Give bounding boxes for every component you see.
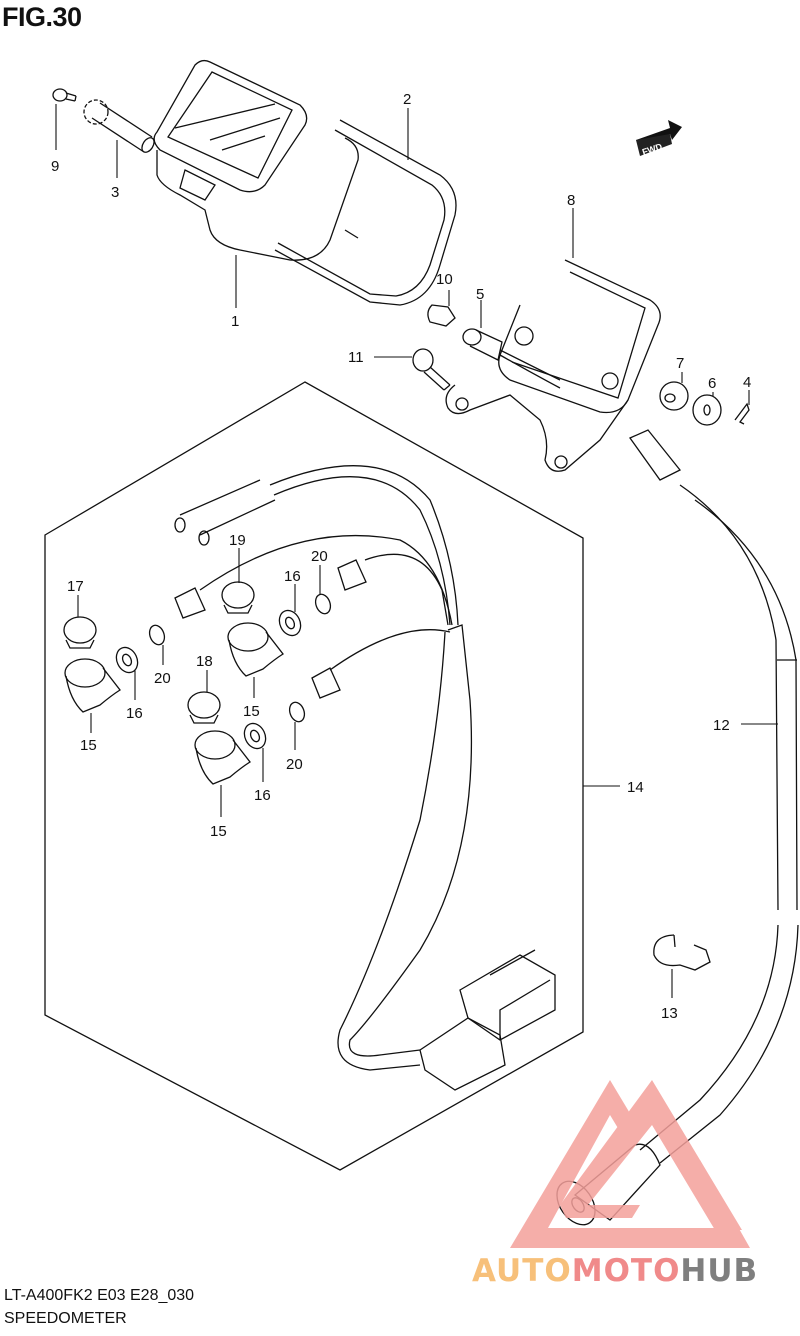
callout-11: 11: [348, 349, 364, 366]
callout-20a: 20: [154, 670, 171, 687]
callout-18: 18: [196, 653, 213, 670]
watermark-moto: MOTO: [571, 1253, 681, 1289]
callout-14: 14: [627, 779, 644, 796]
part-14-harness-frame[interactable]: [44, 381, 584, 1171]
callout-2: 2: [403, 91, 411, 108]
callout-1: 1: [231, 313, 239, 330]
callout-8: 8: [567, 192, 575, 209]
section-name: SPEEDOMETER: [4, 1310, 127, 1327]
part-11-bolt[interactable]: [412, 348, 451, 391]
callout-15a: 15: [80, 737, 97, 754]
callout-6: 6: [708, 375, 716, 392]
callout-15b: 15: [243, 703, 260, 720]
part-16-grommet-c[interactable]: [240, 720, 269, 752]
callout-16c: 16: [254, 787, 271, 804]
part-10-bulb[interactable]: [427, 304, 456, 327]
part-5-bulb-socket[interactable]: [462, 328, 561, 389]
callout-17: 17: [67, 578, 84, 595]
part-16-grommet-a[interactable]: [112, 644, 141, 676]
part-4-clip[interactable]: [734, 402, 750, 425]
harness-bulbs[interactable]: [147, 559, 367, 724]
callout-5: 5: [476, 286, 484, 303]
part-1-speedometer[interactable]: [153, 59, 359, 261]
watermark-hub: HUB: [680, 1253, 759, 1289]
callout-3: 3: [111, 184, 119, 201]
part-3-trip-shaft[interactable]: [83, 99, 157, 154]
figure-title: FIG.30: [2, 2, 82, 32]
callout-16a: 16: [126, 705, 143, 722]
part-15-lamp-housing-a[interactable]: [64, 658, 121, 713]
watermark-auto: AUTO: [472, 1253, 572, 1289]
callout-12: 12: [713, 717, 730, 734]
part-16-grommet-b[interactable]: [275, 607, 304, 639]
part-18-lens-cap[interactable]: [187, 691, 221, 724]
callout-7: 7: [676, 355, 684, 372]
part-9-screw[interactable]: [52, 88, 77, 102]
part-2-meter-case[interactable]: [274, 119, 457, 306]
callout-4: 4: [743, 374, 751, 391]
harness-connector[interactable]: [419, 949, 556, 1091]
callout-20c: 20: [286, 756, 303, 773]
part-8-meter-bracket[interactable]: [445, 259, 661, 472]
fwd-direction-marker: FWD: [636, 120, 682, 157]
part-15-lamp-housing-b[interactable]: [227, 622, 284, 677]
watermark-triangles-icon: [510, 1080, 750, 1248]
callout-13: 13: [661, 1005, 678, 1022]
part-15-lamp-housing-c[interactable]: [194, 730, 251, 785]
callout-20b: 20: [311, 548, 328, 565]
watermark-text: AUTOMOTOHUB: [472, 1253, 758, 1289]
callout-10: 10: [436, 271, 453, 288]
callout-15c: 15: [210, 823, 227, 840]
harness-wires: [174, 465, 473, 1071]
callout-9: 9: [51, 158, 59, 175]
model-code: LT-A400FK2 E03 E28_030: [4, 1287, 195, 1304]
part-6-washer[interactable]: [692, 394, 722, 426]
callout-19: 19: [229, 532, 246, 549]
part-19-lens-cap[interactable]: [221, 581, 255, 614]
callout-16b: 16: [284, 568, 301, 585]
part-17-lens-cap[interactable]: [63, 616, 97, 649]
part-7-cushion[interactable]: [659, 381, 689, 411]
part-13-cable-clamp[interactable]: [653, 934, 711, 971]
